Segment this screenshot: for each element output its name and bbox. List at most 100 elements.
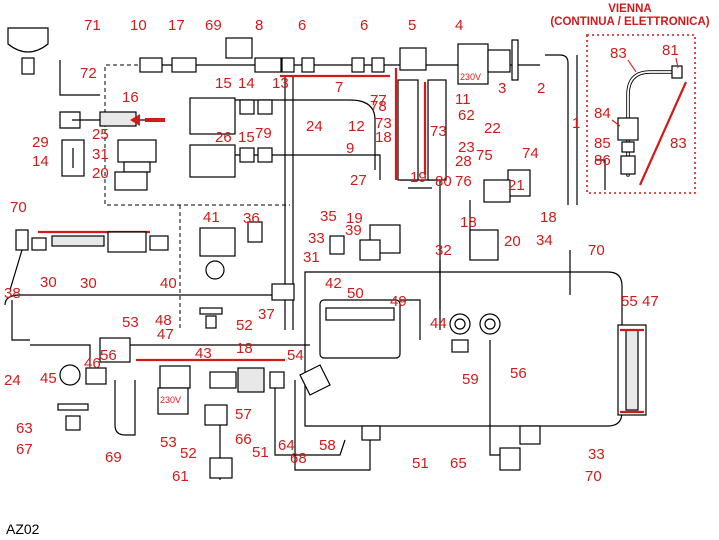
probe-column [397,79,419,181]
fitting-6d [371,57,385,73]
part-label-25: 25 [92,126,109,143]
steam-valve-36 [199,227,236,257]
part-label-21: 21 [508,177,525,194]
inset-leader [627,59,637,73]
plate-53b [57,403,89,411]
inlet-strainer [99,111,137,127]
part-label-57: 57 [235,406,252,423]
part-label-41: 41 [203,209,220,226]
inset-label-5: 86 [594,152,611,169]
part-label-2: 2 [537,80,545,97]
part-label-20: 20 [504,233,521,250]
pressostat-26 [123,161,151,173]
fitting-40 [31,237,47,251]
valve-35 [247,221,263,243]
part-label-40: 40 [160,275,177,292]
part-label-8: 8 [255,17,263,34]
inset-label-2: 84 [594,105,611,122]
part-label-42: 42 [325,275,342,292]
part-label-19: 19 [410,169,427,186]
inset-pipe-inner [627,71,677,176]
part-label-64: 64 [278,437,295,454]
part-label-6: 6 [360,17,368,34]
sight-glass-marks [620,328,644,414]
part-label-51: 51 [412,455,429,472]
part-label-11: 11 [455,91,471,108]
fitting-50 [271,283,295,301]
plate-53 [199,307,223,315]
pump-group-bottom [189,144,236,178]
pipe-61 [489,340,500,456]
lever-42 [9,249,23,291]
part-label-45: 45 [40,370,57,387]
sight-glass-tube [625,329,639,411]
part-label-51: 51 [252,444,269,461]
fitting-66 [209,371,237,389]
valve-58 [59,364,81,386]
fitting-37 [149,235,169,251]
inset-leader [675,57,679,69]
part-label-24: 24 [4,372,21,389]
part-label-35: 35 [320,208,337,225]
pipe-mid-1 [235,99,376,170]
part-label-26: 26 [215,129,232,146]
fitting-56 [269,371,285,389]
valve-27 [114,171,148,191]
solenoid-4 [457,43,489,85]
boiler-valve-46 [451,339,469,353]
part-label-37: 37 [258,306,275,323]
part-label-29: 29 [32,134,49,151]
fitting-10 [139,57,163,73]
inset-fitting-81 [671,65,683,79]
part-label-69: 69 [205,17,222,34]
pipe-right-1 [545,54,569,205]
part-label-74: 74 [522,145,539,162]
voltage-label-0: 230V [460,72,481,82]
drain-33 [361,425,381,441]
fitting-14a [239,99,255,115]
part-label-66: 66 [235,431,252,448]
part-label-4: 4 [455,17,463,34]
safety-column [427,79,447,181]
inset-label-0: 83 [610,45,627,62]
components: 230V [7,27,531,479]
part-label-58: 58 [319,437,336,454]
part-label-54: 54 [287,347,304,364]
drain-70 [519,425,541,445]
part-label-70: 70 [588,242,605,259]
valve-67 [204,404,228,426]
pipe-left-loop [4,294,290,306]
pipe-mid-2 [235,154,381,180]
part-label-18: 18 [236,340,253,357]
pipe-u-51 [114,380,136,436]
pump-group-top [189,97,236,135]
part-label-18: 18 [540,209,557,226]
part-label-56: 56 [100,347,117,364]
valve-lower [159,365,191,389]
pipe-lower-64 [294,380,371,471]
part-label-53: 53 [122,314,139,331]
inset-fitting-84 [617,117,639,141]
part-label-76: 76 [455,173,472,190]
part-label-15: 15 [215,75,232,92]
fitting-57 [85,367,107,385]
voltage-label-1: 230V [160,395,181,405]
filter-24 [237,367,265,393]
solenoid-69b [157,387,189,415]
inset-redline [638,81,688,186]
part-label-15: 15 [238,129,255,146]
part-label-43: 43 [195,345,212,362]
part-label-31: 31 [92,146,109,163]
part-label-28: 28 [455,153,472,170]
part-label-46: 46 [84,355,101,372]
part-label-27: 27 [350,172,367,189]
inset-label-4: 85 [594,135,611,152]
part-label-73: 73 [375,115,392,132]
valve-body-38 [107,231,147,253]
fitting-6b [301,57,315,73]
spring-38 [51,235,105,247]
part-label-12: 12 [348,118,365,135]
part-label-16: 16 [122,89,139,106]
